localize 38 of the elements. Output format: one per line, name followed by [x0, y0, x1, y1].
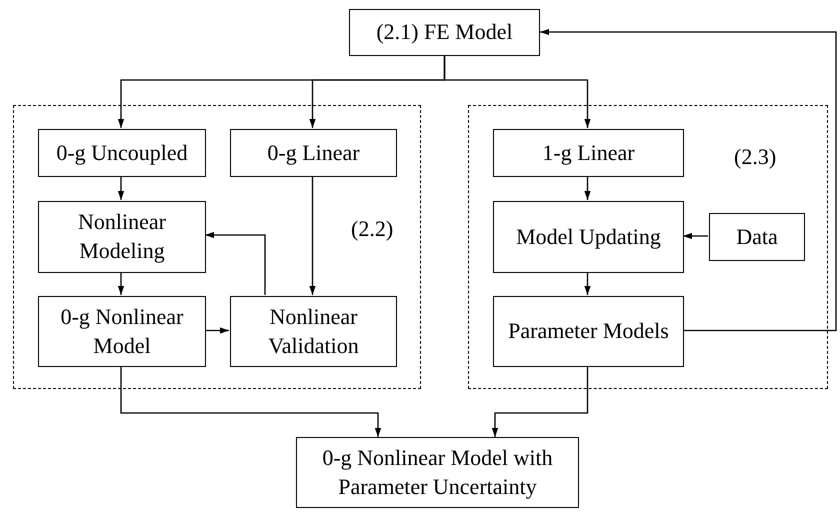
box-label: 1-g Linear — [542, 138, 635, 167]
process-box — [296, 437, 579, 508]
group-label: (2.3) — [734, 143, 776, 171]
arrow — [540, 28, 837, 332]
box-label: 0-g Nonlinear Model — [60, 302, 184, 360]
arrow — [309, 176, 316, 295]
arrow — [683, 232, 708, 240]
process-box — [493, 201, 684, 273]
box-label: Data — [736, 222, 778, 251]
process-box — [709, 213, 805, 261]
arrow — [584, 176, 591, 200]
process-box — [493, 296, 684, 367]
group-label: (2.2) — [351, 215, 394, 243]
arrow — [118, 272, 124, 295]
dashed-group-box — [468, 105, 828, 389]
process-box — [230, 129, 397, 177]
process-box — [38, 201, 206, 273]
process-box — [493, 129, 684, 177]
box-label: Parameter Models — [508, 317, 669, 346]
arrow — [120, 366, 382, 437]
arrow — [205, 327, 229, 334]
dashed-group-box — [13, 105, 421, 389]
process-box — [38, 129, 206, 177]
box-label: Nonlinear Validation — [267, 302, 360, 360]
box-label: 0-g Linear — [267, 138, 360, 167]
box-label: Model Updating — [516, 222, 661, 251]
box-label: (2.1) FE Model — [376, 18, 513, 46]
box-label: 0-g Nonlinear Model with Parameter Uncertainty — [321, 444, 554, 501]
process-box — [349, 9, 540, 56]
arrow — [444, 56, 591, 128]
process-box — [230, 296, 397, 367]
arrow — [205, 232, 266, 295]
arrow — [118, 176, 124, 200]
arrow — [492, 366, 588, 437]
process-box — [38, 296, 206, 367]
arrow — [584, 272, 591, 295]
box-label: 0-g Uncoupled — [56, 138, 188, 167]
box-label: Nonlinear Modeling — [77, 208, 167, 265]
